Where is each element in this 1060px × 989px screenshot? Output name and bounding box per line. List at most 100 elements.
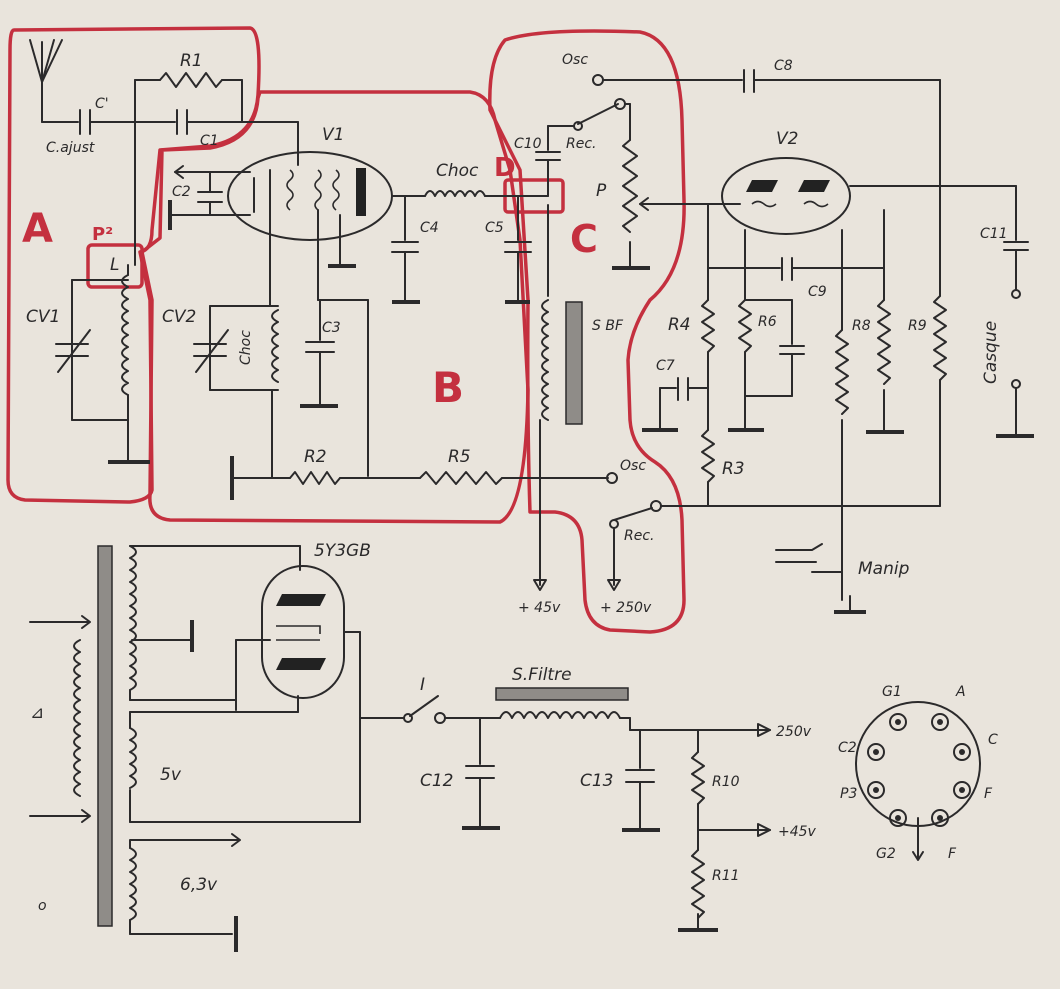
power-transformer-primary (73, 639, 81, 797)
choke-v1-symbol (424, 190, 486, 197)
resistor-r3-symbol (701, 429, 715, 483)
label-c8: C8 (774, 58, 793, 74)
label-c2: C2 (172, 184, 191, 200)
terminal-osc-bottom[interactable] (606, 472, 618, 484)
zone-b-label: B (432, 363, 464, 412)
capacitor-c1-symbol (176, 109, 188, 135)
capacitor-cv1-symbol (55, 329, 91, 373)
pin-label-c2: C2 (838, 740, 857, 756)
label-6v3: 6,3v (180, 875, 218, 895)
tube-base-pins (867, 713, 971, 827)
label-rec-bottom: Rec. (624, 528, 655, 544)
power-transformer-6v3-winding (129, 847, 137, 921)
label-c10: C10 (514, 136, 542, 152)
terminal-osc-top[interactable] (592, 74, 604, 86)
label-v1: V1 (322, 125, 344, 145)
label-r4: R4 (668, 315, 691, 335)
resistor-r5-symbol (419, 471, 503, 485)
label-switch-i: I (420, 675, 425, 695)
label-c12: C12 (420, 771, 454, 791)
zone-a-label: A (22, 206, 53, 252)
label-cv2: CV2 (162, 307, 196, 327)
label-primary-symbol: ⊿ (30, 703, 44, 723)
power-transformer-core (97, 545, 113, 927)
resistor-r4-symbol (701, 299, 715, 353)
pin-label-g2: G2 (876, 846, 896, 862)
capacitor-cv2-symbol (193, 329, 229, 373)
power-transformer-5v-winding (129, 727, 137, 789)
choke-v2-symbol (271, 309, 279, 383)
label-choc-v2: Choc (238, 330, 254, 365)
label-r8: R8 (852, 318, 871, 334)
label-zero-mark: o (38, 898, 47, 914)
label-c-ajust: C.ajust (46, 140, 95, 156)
zone-a-outline (6, 26, 261, 504)
resistor-r8-symbol (877, 299, 891, 385)
label-out-250: 250v (776, 724, 812, 740)
capacitor-c-prime-symbol (79, 109, 91, 135)
switch-i-terminal[interactable] (403, 713, 413, 723)
tube-v1-envelope (227, 151, 393, 241)
capacitor-c8-symbol (743, 69, 755, 93)
capacitor-cathode-bypass-symbol (779, 345, 805, 355)
label-cv1: CV1 (26, 307, 60, 327)
potentiometer-p-symbol[interactable] (622, 139, 638, 233)
label-s-bf: S BF (592, 318, 624, 334)
label-5y3gb: 5Y3GB (314, 541, 371, 561)
pin-label-c: C (988, 732, 998, 748)
label-c7: C7 (656, 358, 675, 374)
pin-label-g1: G1 (882, 684, 902, 700)
label-c5: C5 (485, 220, 504, 236)
p2-outline (86, 243, 144, 289)
p2-annotation: P² (92, 224, 113, 245)
capacitor-c10-symbol (535, 151, 561, 161)
tube-v2-envelope (721, 157, 851, 235)
capacitor-c2-symbol (197, 191, 223, 203)
label-r9: R9 (908, 318, 927, 334)
label-plus-250v: + 250v (600, 600, 652, 616)
label-r1: R1 (180, 51, 203, 71)
label-c4: C4 (420, 220, 439, 236)
label-c-prime: C' (95, 96, 109, 112)
label-casque: Casque (981, 321, 1001, 384)
morse-key-manip[interactable] (775, 539, 843, 601)
label-r3: R3 (722, 459, 745, 479)
antenna-icon (29, 39, 63, 123)
label-r6: R6 (758, 314, 777, 330)
label-osc-top: Osc (562, 52, 588, 68)
capacitor-c11-symbol (1003, 241, 1029, 251)
capacitor-c7-symbol (677, 377, 689, 401)
tube-base-outline (855, 701, 981, 827)
terminal-rec-bottom[interactable] (609, 519, 619, 529)
label-p: P (596, 181, 607, 201)
tube-5y3gb-envelope (261, 565, 345, 699)
label-r5: R5 (448, 447, 471, 467)
capacitor-c3-symbol (305, 341, 335, 353)
label-c9: C9 (808, 284, 827, 300)
resistor-r10-symbol (691, 751, 705, 805)
capacitor-c5-symbol (504, 241, 532, 253)
capacitor-c4-symbol (391, 241, 419, 253)
label-r11: R11 (712, 868, 740, 884)
switch-rec-osc[interactable] (577, 103, 619, 125)
label-r10: R10 (712, 774, 740, 790)
resistor-r9-symbol (933, 295, 947, 381)
switch-osc-rec-bottom[interactable] (613, 507, 653, 521)
label-manip: Manip (858, 559, 910, 579)
label-plus-45v: + 45v (518, 600, 561, 616)
resistor-r7-symbol (835, 329, 849, 415)
power-transformer-hv-secondary (129, 545, 137, 691)
switch-i[interactable] (409, 695, 439, 717)
resistor-r11-symbol (691, 849, 705, 919)
filter-choke-core (495, 687, 629, 701)
zone-c-label: C (570, 217, 598, 261)
pin-label-p3: P3 (840, 786, 857, 802)
label-l: L (110, 255, 119, 275)
label-s-filtre: S.Filtre (512, 665, 572, 685)
pin-label-a: A (955, 684, 966, 700)
filter-choke-winding (499, 711, 621, 719)
capacitor-c9-symbol (781, 257, 793, 281)
resistor-r6-symbol (738, 299, 752, 353)
